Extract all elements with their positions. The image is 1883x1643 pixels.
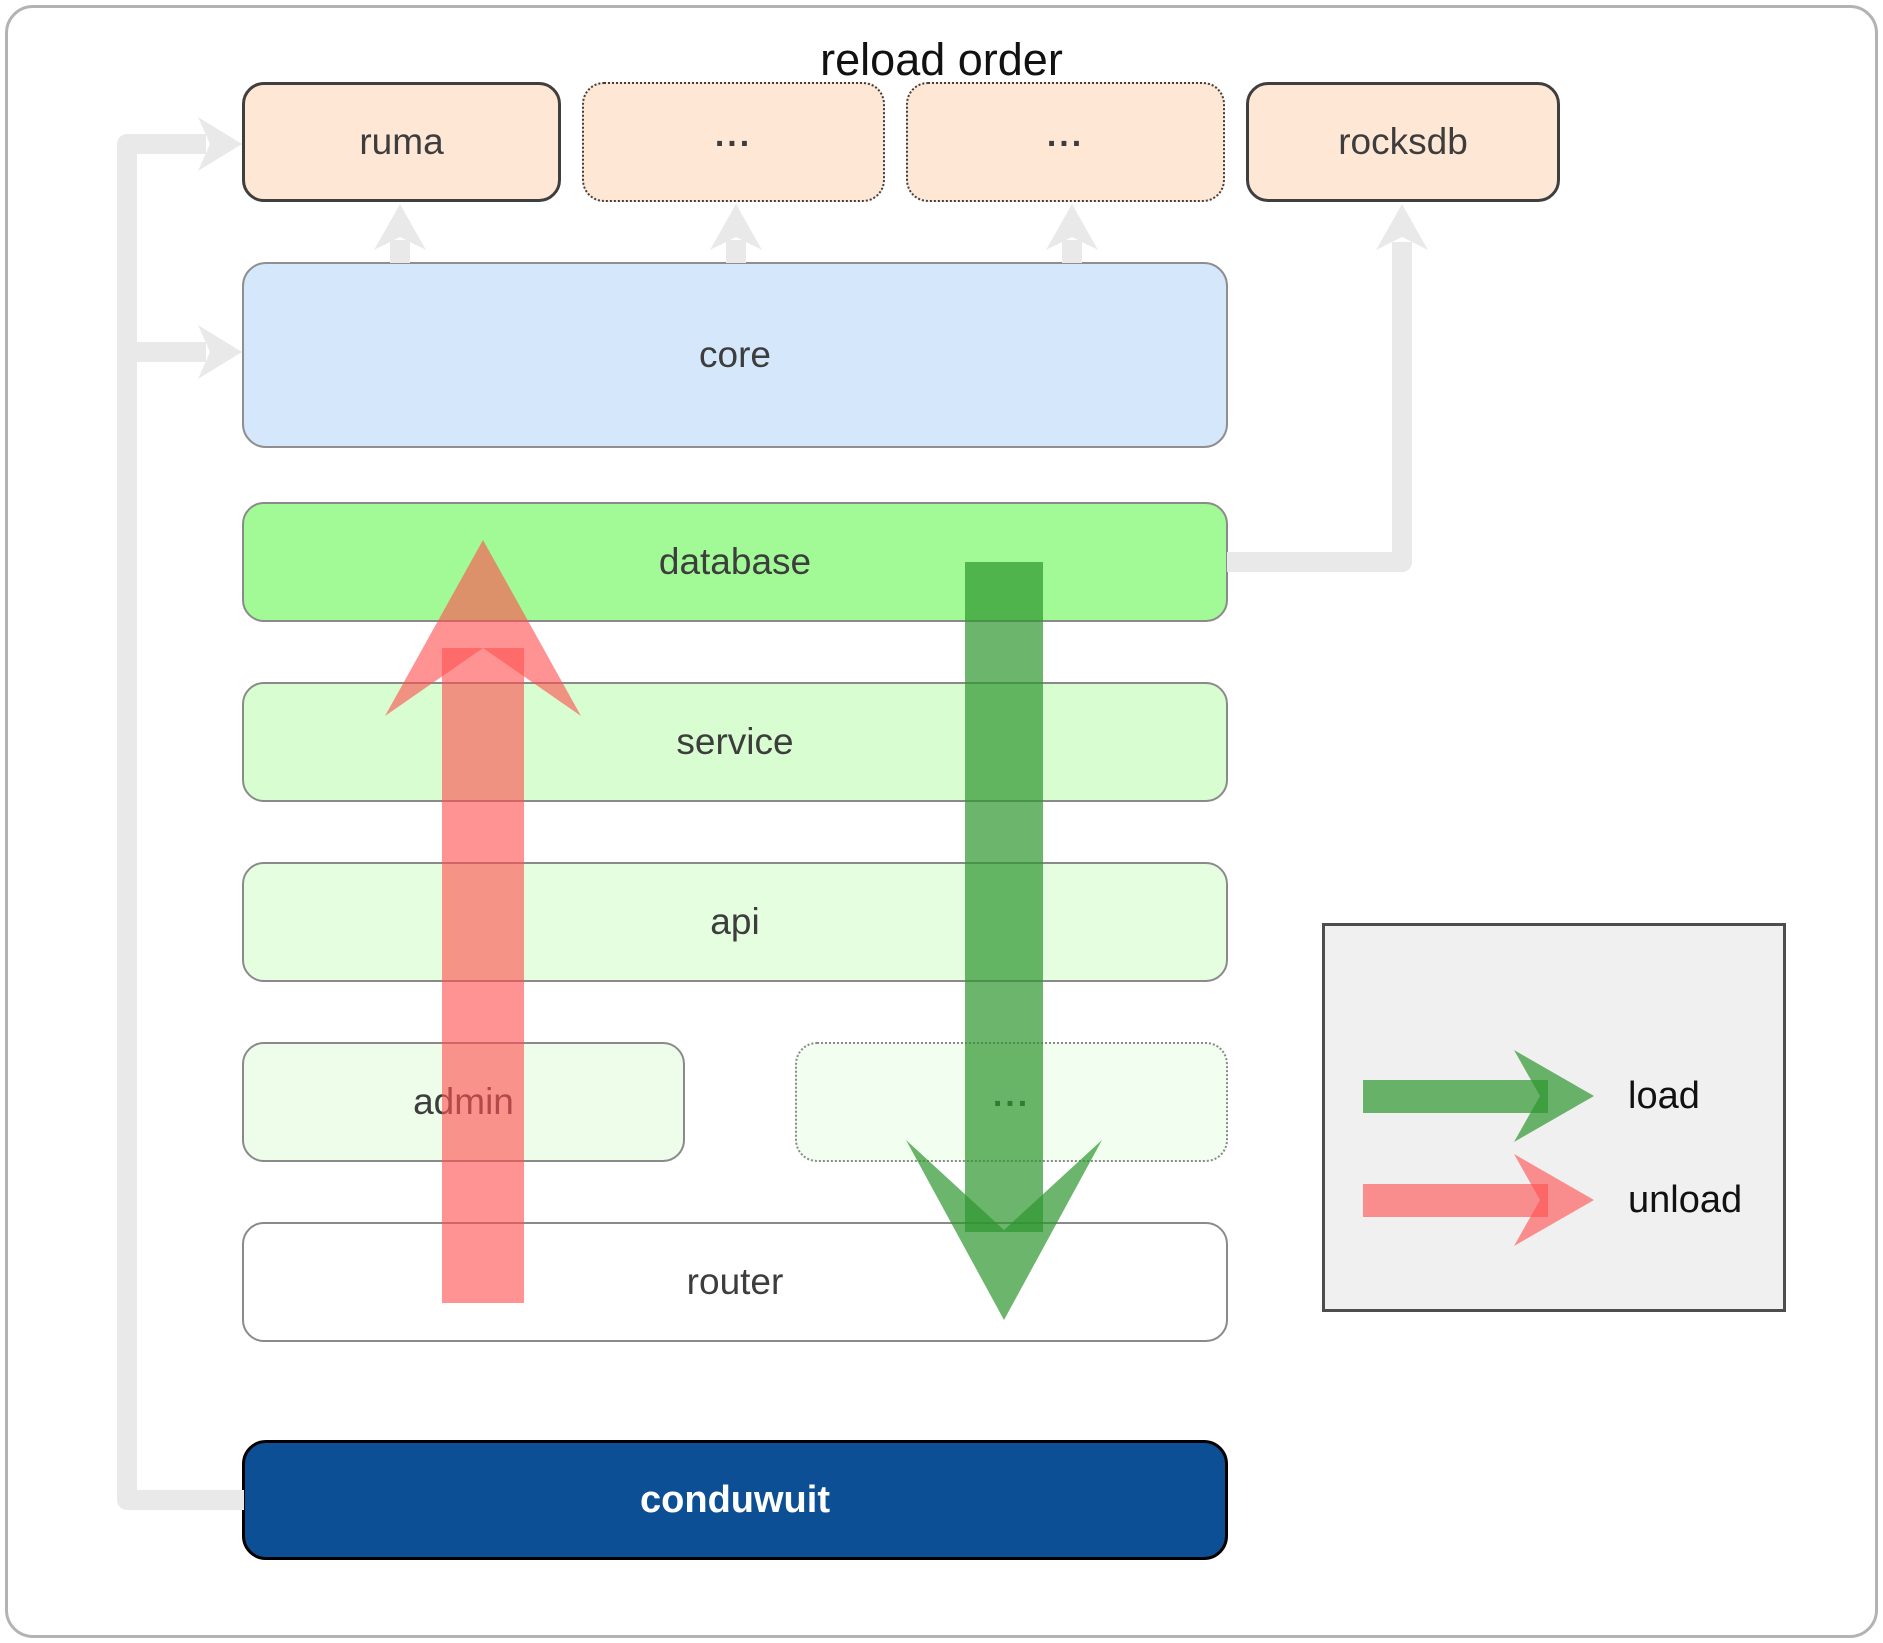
- box-service-label: service: [676, 721, 794, 762]
- box-api: api: [242, 862, 1228, 982]
- arrowhead-into-rocksdb-icon: [1376, 204, 1428, 250]
- connector-conduwuit-trunk: [117, 134, 244, 1510]
- box-more-services: ...: [795, 1042, 1228, 1162]
- box-ruma-label: ruma: [359, 121, 444, 162]
- box-ruma: ruma: [242, 82, 561, 202]
- box-admin-label: admin: [413, 1081, 514, 1122]
- arrowhead-into-core-icon: [198, 325, 242, 379]
- box-conduwuit-label: conduwuit: [640, 1478, 830, 1521]
- box-external-crate-2: ...: [906, 82, 1225, 202]
- box-rocksdb: rocksdb: [1246, 82, 1560, 202]
- box-external-crate-2-label: ...: [1046, 115, 1085, 154]
- box-admin: admin: [242, 1042, 685, 1162]
- box-external-crate-1-label: ...: [714, 115, 753, 154]
- box-core: core: [242, 262, 1228, 448]
- box-router-label: router: [686, 1261, 784, 1302]
- box-external-crate-1: ...: [582, 82, 885, 202]
- arrowhead-into-ruma-icon: [198, 117, 242, 171]
- box-core-label: core: [699, 334, 771, 375]
- legend-reload-order: [1322, 923, 1786, 1312]
- legend-load-label: load: [1628, 1075, 1700, 1117]
- legend-title: reload order: [820, 34, 1063, 85]
- legend-unload-label: unload: [1628, 1179, 1743, 1221]
- box-database-label: database: [658, 541, 812, 582]
- arrowhead-core-to-ext2-icon: [1046, 204, 1098, 250]
- box-conduwuit: conduwuit: [242, 1440, 1228, 1560]
- arrowhead-core-to-ext1-icon: [710, 204, 762, 250]
- box-more-services-label: ...: [992, 1075, 1031, 1114]
- arrowhead-core-to-ruma-icon: [374, 204, 426, 250]
- box-service: service: [242, 682, 1228, 802]
- page-border: [5, 5, 1878, 1638]
- box-api-label: api: [710, 901, 760, 942]
- box-router: router: [242, 1222, 1228, 1342]
- box-rocksdb-label: rocksdb: [1338, 121, 1468, 162]
- box-database: database: [242, 502, 1228, 622]
- connector-database-to-rocksdb: [1227, 242, 1412, 572]
